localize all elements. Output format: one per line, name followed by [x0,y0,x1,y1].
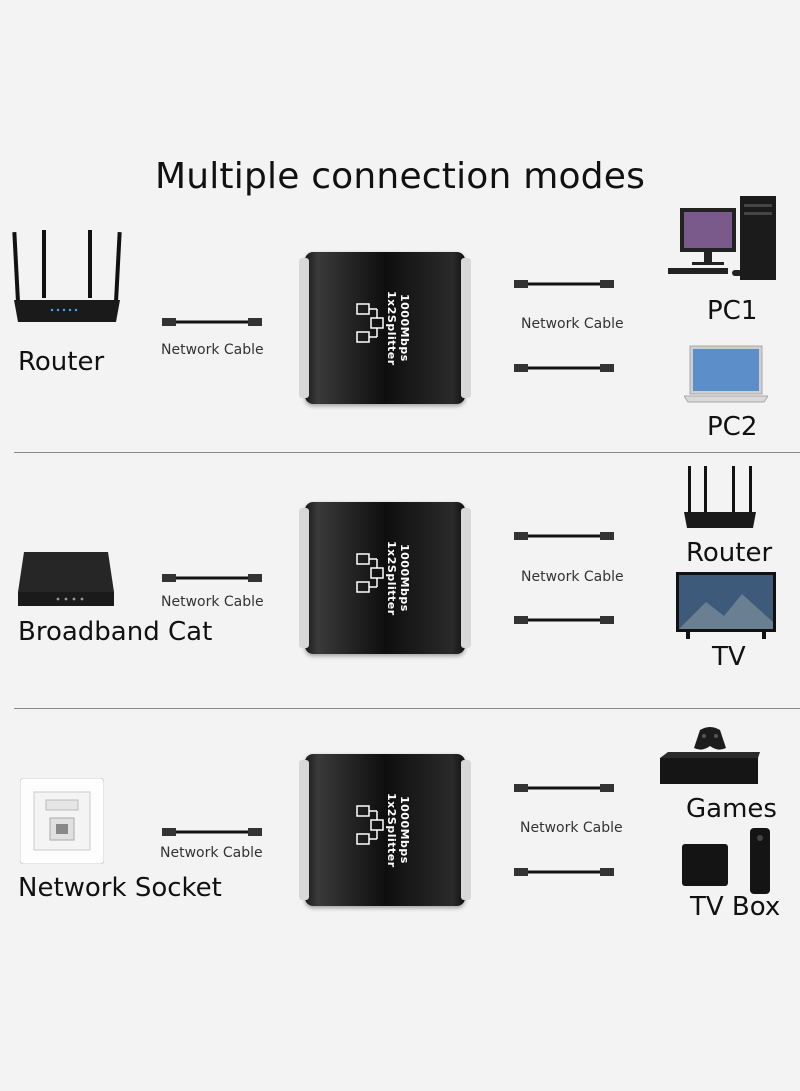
network-cable-icon [162,318,262,326]
splitter-label: 1000Mbps 1x2Splitter [385,540,411,616]
ethernet-icon [356,805,384,845]
network-cable-icon [514,616,614,624]
page-title: Multiple connection modes [154,156,646,197]
splitter-device: 1000Mbps 1x2Splitter [299,502,471,654]
cable-label: Network Cable [161,594,264,610]
target-label: TV [712,642,746,672]
router-icon [12,230,122,322]
router-icon [684,466,756,528]
network-cable-icon [162,574,262,582]
cable-label: Network Cable [521,569,624,585]
wall-socket-icon [20,778,104,864]
network-cable-icon [514,364,614,372]
network-cable-icon [514,280,614,288]
network-cable-icon [514,784,614,792]
source-label: Broadband Cat [18,617,213,647]
section-broadband: Broadband Cat Network Cable 1000Mbps 1x2… [0,452,800,712]
splitter-device: 1000Mbps 1x2Splitter [299,252,471,404]
target-label: PC2 [707,412,758,442]
splitter-label: 1000Mbps 1x2Splitter [385,792,411,868]
source-label: Router [18,347,105,377]
cable-label: Network Cable [520,820,623,836]
splitter-device: 1000Mbps 1x2Splitter [299,754,471,906]
target-label: Games [686,794,777,824]
network-cable-icon [514,532,614,540]
section-divider [14,708,800,709]
splitter-label: 1000Mbps 1x2Splitter [385,290,411,366]
section-socket: Network Socket Network Cable 1000Mbps 1x… [0,708,800,968]
section-router: Router Network Cable 1000Mbps 1x2Splitte… [0,190,800,450]
desktop-pc-icon [668,196,776,280]
cable-label: Network Cable [521,316,624,332]
tv-icon [676,572,776,639]
network-cable-icon [162,828,262,836]
ethernet-icon [356,303,384,343]
target-label: TV Box [690,892,781,922]
modem-icon [18,552,114,606]
cable-label: Network Cable [160,845,263,861]
source-label: Network Socket [18,873,222,903]
network-cable-icon [514,868,614,876]
laptop-icon [684,345,768,403]
ethernet-icon [356,553,384,593]
target-label: PC1 [707,296,758,326]
tv-box-icon [682,828,770,894]
game-console-icon [660,727,760,784]
cable-label: Network Cable [161,342,264,358]
section-divider [14,452,800,453]
target-label: Router [686,538,773,568]
